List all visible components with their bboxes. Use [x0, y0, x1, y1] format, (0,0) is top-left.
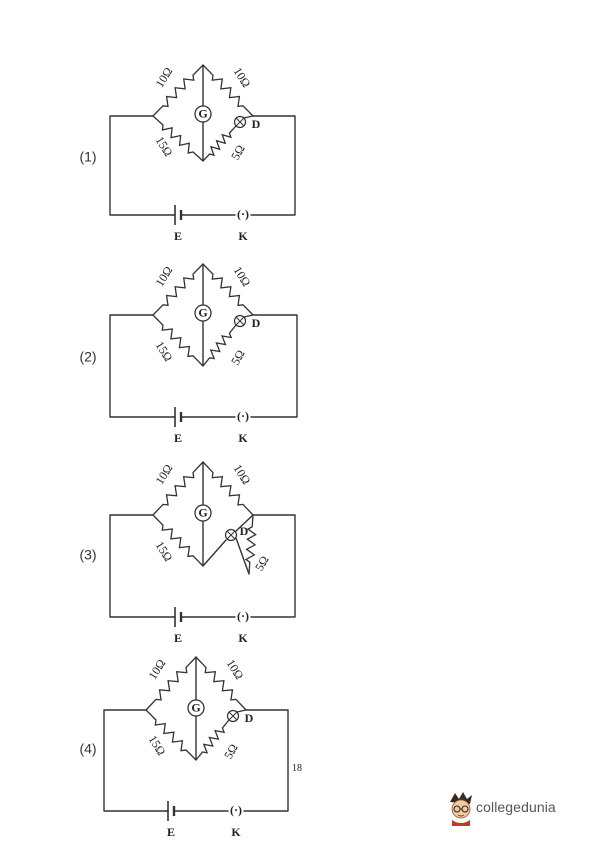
lamp-symbol — [233, 115, 247, 129]
lamp-label: D — [252, 117, 261, 131]
right-wire — [250, 314, 298, 418]
resistor-bottom-left — [152, 314, 204, 367]
resistor-top-right-label: 10Ω — [231, 462, 254, 487]
key-symbol: (·) — [237, 207, 249, 221]
page-number: 18 — [292, 763, 302, 774]
resistor-bottom-left — [152, 115, 204, 162]
logo-text: collegedunia — [476, 799, 556, 815]
resistor-top-right — [202, 461, 254, 516]
key-symbol: (·) — [230, 803, 242, 817]
cell-label: E — [174, 229, 182, 243]
resistor-top-left — [152, 263, 204, 316]
resistor-bottom-right — [195, 719, 230, 761]
resistor-bottom-right-label: 5Ω — [228, 347, 248, 367]
resistor-bottom-right — [202, 324, 237, 367]
key-symbol: (·) — [237, 409, 249, 423]
resistor-bottom-left-label: 15Ω — [146, 733, 169, 758]
key-symbol: (·) — [237, 609, 249, 623]
cell-label: E — [174, 631, 182, 645]
resistor-bottom-right-label: 5Ω — [252, 553, 272, 573]
resistor-top-right — [195, 656, 247, 711]
key-label: K — [238, 631, 248, 645]
left-wire — [109, 514, 174, 618]
right-wire — [250, 514, 296, 618]
left-wire — [109, 115, 174, 216]
galvanometer-symbol: G — [194, 105, 212, 123]
resistor-top-left — [152, 64, 204, 117]
resistor-top-left — [152, 461, 204, 516]
lamp-label: D — [245, 711, 254, 725]
mascot-icon — [450, 792, 472, 826]
lamp-label: D — [252, 316, 261, 330]
resistor-bottom-right-label: 5Ω — [221, 741, 241, 761]
right-wire — [250, 115, 296, 216]
option-label: (2) — [79, 349, 96, 365]
option-label: (3) — [79, 547, 96, 563]
resistor-bottom-right — [244, 514, 257, 575]
resistor-top-right-label: 10Ω — [231, 65, 254, 90]
lamp-symbol — [226, 709, 240, 723]
option-label: (1) — [79, 149, 96, 165]
resistor-top-right-label: 10Ω — [224, 657, 247, 682]
resistor-top-right-label: 10Ω — [231, 264, 254, 289]
circuit-option-4: (4) E (·) K D 5Ω G 10Ω 10Ω 15Ω — [79, 656, 289, 839]
key-label: K — [238, 431, 248, 445]
collegedunia-logo: collegedunia — [446, 790, 586, 826]
circuit-option-3: (3) E (·) K D 5Ω G 10Ω 10Ω 15Ω — [79, 461, 296, 645]
cell-label: E — [167, 825, 175, 839]
circuit-option-2: (2) E (·) K D 5Ω G 10Ω 10Ω 15Ω — [79, 263, 298, 445]
option-label: (4) — [79, 741, 96, 757]
resistor-bottom-left-label: 15Ω — [153, 339, 176, 364]
resistor-bottom-left-label: 15Ω — [153, 539, 176, 564]
resistor-bottom-left — [152, 514, 204, 567]
left-wire — [103, 709, 167, 812]
galvanometer-symbol-letter: G — [191, 700, 200, 714]
galvanometer-symbol: G — [194, 504, 212, 522]
resistor-top-left-label: 10Ω — [152, 65, 175, 90]
lamp-label: D — [240, 524, 249, 538]
resistor-bottom-right — [202, 125, 237, 162]
resistor-bottom-left — [145, 709, 197, 761]
lamp-symbol — [224, 528, 238, 542]
resistor-top-right — [202, 64, 254, 117]
resistor-top-left — [145, 656, 197, 711]
resistor-top-right — [202, 263, 254, 316]
galvanometer-symbol-letter: G — [198, 106, 207, 120]
resistor-top-left-label: 10Ω — [145, 657, 168, 682]
left-wire — [109, 314, 174, 418]
galvanometer-symbol: G — [194, 304, 212, 322]
right-wire — [243, 709, 289, 812]
galvanometer-symbol: G — [187, 699, 205, 717]
resistor-top-left-label: 10Ω — [152, 462, 175, 487]
galvanometer-symbol-letter: G — [198, 305, 207, 319]
galvanometer-symbol-letter: G — [198, 505, 207, 519]
lamp-symbol — [233, 314, 247, 328]
cell-label: E — [174, 431, 182, 445]
key-label: K — [231, 825, 241, 839]
resistor-bottom-right-label: 5Ω — [228, 142, 248, 162]
resistor-top-left-label: 10Ω — [152, 264, 175, 289]
key-label: K — [238, 229, 248, 243]
